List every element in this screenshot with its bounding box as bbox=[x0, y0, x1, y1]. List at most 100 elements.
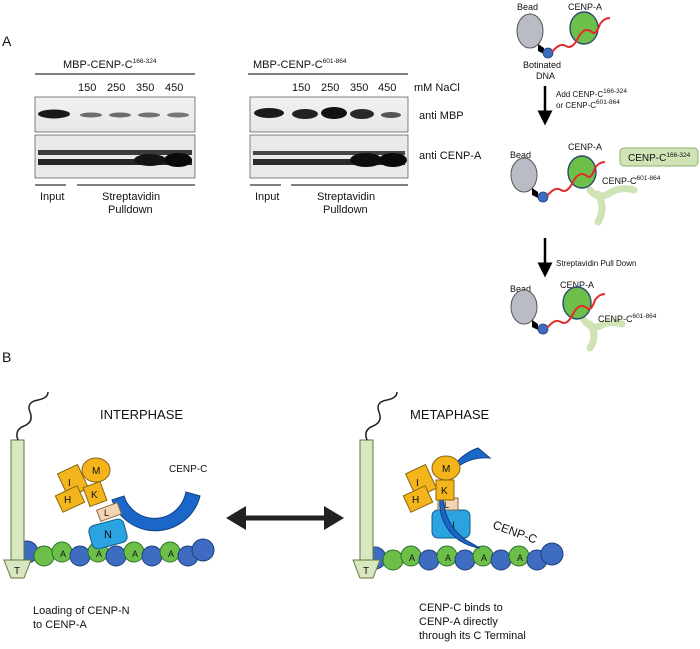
bead-label-0: Bead bbox=[517, 2, 538, 12]
schematic-step-0: Bead CENP-A Botinated DNA bbox=[516, 2, 611, 81]
cenph-shape-m bbox=[402, 485, 434, 513]
salt-right-0: 150 bbox=[292, 82, 310, 94]
i-label-m: I bbox=[416, 478, 419, 489]
nucleosome-row-metaphase: A A A A bbox=[363, 542, 564, 571]
input-right-label: Input bbox=[255, 191, 279, 203]
dna-strand-icon bbox=[551, 17, 611, 53]
cenpa-label-0: CENP-A bbox=[568, 2, 602, 12]
linker-icon bbox=[538, 44, 544, 54]
cenpc-tail-shape bbox=[586, 185, 638, 226]
salt-right-3: 450 bbox=[378, 82, 396, 94]
bead-label-2: Bead bbox=[510, 284, 531, 294]
cenpc-tail-shape-2 bbox=[580, 316, 626, 352]
step1-line2: or CENP-C601-864 bbox=[556, 99, 620, 110]
n-label: N bbox=[104, 529, 112, 541]
interphase-caption-2: to CENP-A bbox=[33, 619, 87, 631]
cenpc-box bbox=[619, 147, 699, 167]
a-label-3: A bbox=[132, 549, 138, 559]
cenpt-foot bbox=[3, 559, 32, 579]
m-label-m: M bbox=[442, 464, 450, 475]
input-left-label: Input bbox=[40, 191, 64, 203]
salt-right-2: 350 bbox=[350, 82, 368, 94]
bead-icon-2 bbox=[510, 289, 538, 325]
salt-labels: 150 250 350 450 150 250 350 450 mM NaCl bbox=[78, 82, 460, 94]
schematic-step-1: Bead CENP-A CENP-C166-324 CENP-C601-864 bbox=[510, 142, 699, 226]
l-label-m: L bbox=[444, 500, 449, 510]
metaphase-complex: A A A A T N L CENP-C I H M K bbox=[352, 391, 564, 579]
a-label-m1: A bbox=[409, 553, 415, 563]
a-label-m2: A bbox=[445, 553, 451, 563]
cenpc-tail-label-1: CENP-C601-864 bbox=[602, 175, 661, 186]
metaphase-caption-3: through its C Terminal bbox=[419, 630, 526, 642]
metaphase-caption-2: CENP-A directly bbox=[419, 616, 498, 628]
cenpc-label-interphase: CENP-C bbox=[169, 464, 207, 475]
a-label-1: A bbox=[60, 549, 66, 559]
interphase-complex: A A A A T CENP-C N L I H M K bbox=[3, 391, 215, 579]
pulldown-right-label-2: Pulldown bbox=[323, 204, 368, 216]
l-label: L bbox=[104, 508, 109, 518]
cenpa-label-2: CENP-A bbox=[560, 280, 594, 290]
cenpk-shape bbox=[82, 480, 108, 508]
k-label-m: K bbox=[441, 486, 448, 497]
cenpl-shape bbox=[95, 501, 123, 523]
linker-icon-2 bbox=[532, 320, 538, 330]
dna-strand-icon-1 bbox=[546, 161, 606, 197]
tether-line bbox=[16, 391, 49, 441]
salt-left-3: 450 bbox=[165, 82, 183, 94]
a-label-4: A bbox=[168, 549, 174, 559]
dna-end-icon-2 bbox=[537, 323, 549, 335]
panel-b-letter: B bbox=[2, 349, 11, 365]
cenpt-shape bbox=[10, 439, 25, 561]
step1-line1: Add CENP-C166-324 bbox=[556, 88, 627, 99]
row-label-mbp: anti MBP bbox=[419, 110, 464, 122]
cenpt-shape-m bbox=[359, 439, 374, 561]
schematic-step-2: Bead CENP-A CENP-C601-864 bbox=[510, 280, 657, 352]
salt-right-1: 250 bbox=[321, 82, 339, 94]
dna-end-icon-1 bbox=[537, 191, 549, 203]
m-label: M bbox=[92, 466, 100, 477]
step2-label: Streptavidin Pull Down bbox=[556, 259, 636, 268]
cenph-shape bbox=[54, 485, 86, 513]
nucleosome-icon bbox=[569, 11, 599, 45]
cenpa-label-1: CENP-A bbox=[568, 142, 602, 152]
dna-strand-icon-2 bbox=[546, 293, 606, 329]
pulldown-left-label-2: Pulldown bbox=[108, 204, 153, 216]
nucleosome-icon-2 bbox=[562, 286, 592, 320]
cenpm-shape bbox=[81, 457, 111, 483]
cenpc-box-label: CENP-C166-324 bbox=[628, 152, 691, 164]
pulldown-right-label-1: Streptavidin bbox=[317, 191, 375, 203]
k-label: K bbox=[91, 490, 98, 501]
cenpc-tail-label-2: CENP-C601-864 bbox=[598, 313, 657, 324]
dna-label-2: DNA bbox=[536, 71, 555, 81]
construct-left-label: MBP-CENP-C166-324 bbox=[63, 58, 157, 71]
linker-icon-1 bbox=[532, 188, 538, 198]
a-label-m3: A bbox=[481, 553, 487, 563]
salt-left-0: 150 bbox=[78, 82, 96, 94]
cenpc-label-metaphase: CENP-C bbox=[491, 518, 539, 547]
interphase-caption-1: Loading of CENP-N bbox=[33, 605, 130, 617]
cenpk-shape-m bbox=[435, 479, 455, 501]
metaphase-caption-1: CENP-C binds to bbox=[419, 602, 503, 614]
bead-icon bbox=[516, 13, 544, 49]
construct-right-label: MBP-CENP-C601-864 bbox=[253, 58, 347, 71]
i-label: I bbox=[68, 478, 71, 489]
t-label: T bbox=[14, 566, 20, 577]
tether-line-m bbox=[365, 391, 398, 441]
salt-left-1: 250 bbox=[107, 82, 125, 94]
cenpc-arc-interphase bbox=[111, 491, 201, 532]
cenpn-shape bbox=[88, 518, 128, 550]
transition-arrow-right bbox=[324, 506, 344, 530]
t-label-m: T bbox=[363, 566, 369, 577]
h-label: H bbox=[64, 495, 71, 506]
blot-right bbox=[249, 96, 409, 179]
bead-icon-1 bbox=[510, 157, 538, 193]
metaphase-title: METAPHASE bbox=[410, 407, 490, 422]
dna-end-icon bbox=[542, 47, 554, 59]
blot-left bbox=[34, 96, 196, 179]
a-label-m4: A bbox=[517, 553, 523, 563]
bead-label-1: Bead bbox=[510, 150, 531, 160]
panel-a-letter: A bbox=[2, 33, 12, 49]
transition-arrow-left bbox=[226, 506, 246, 530]
cenpt-foot-m bbox=[352, 559, 381, 579]
